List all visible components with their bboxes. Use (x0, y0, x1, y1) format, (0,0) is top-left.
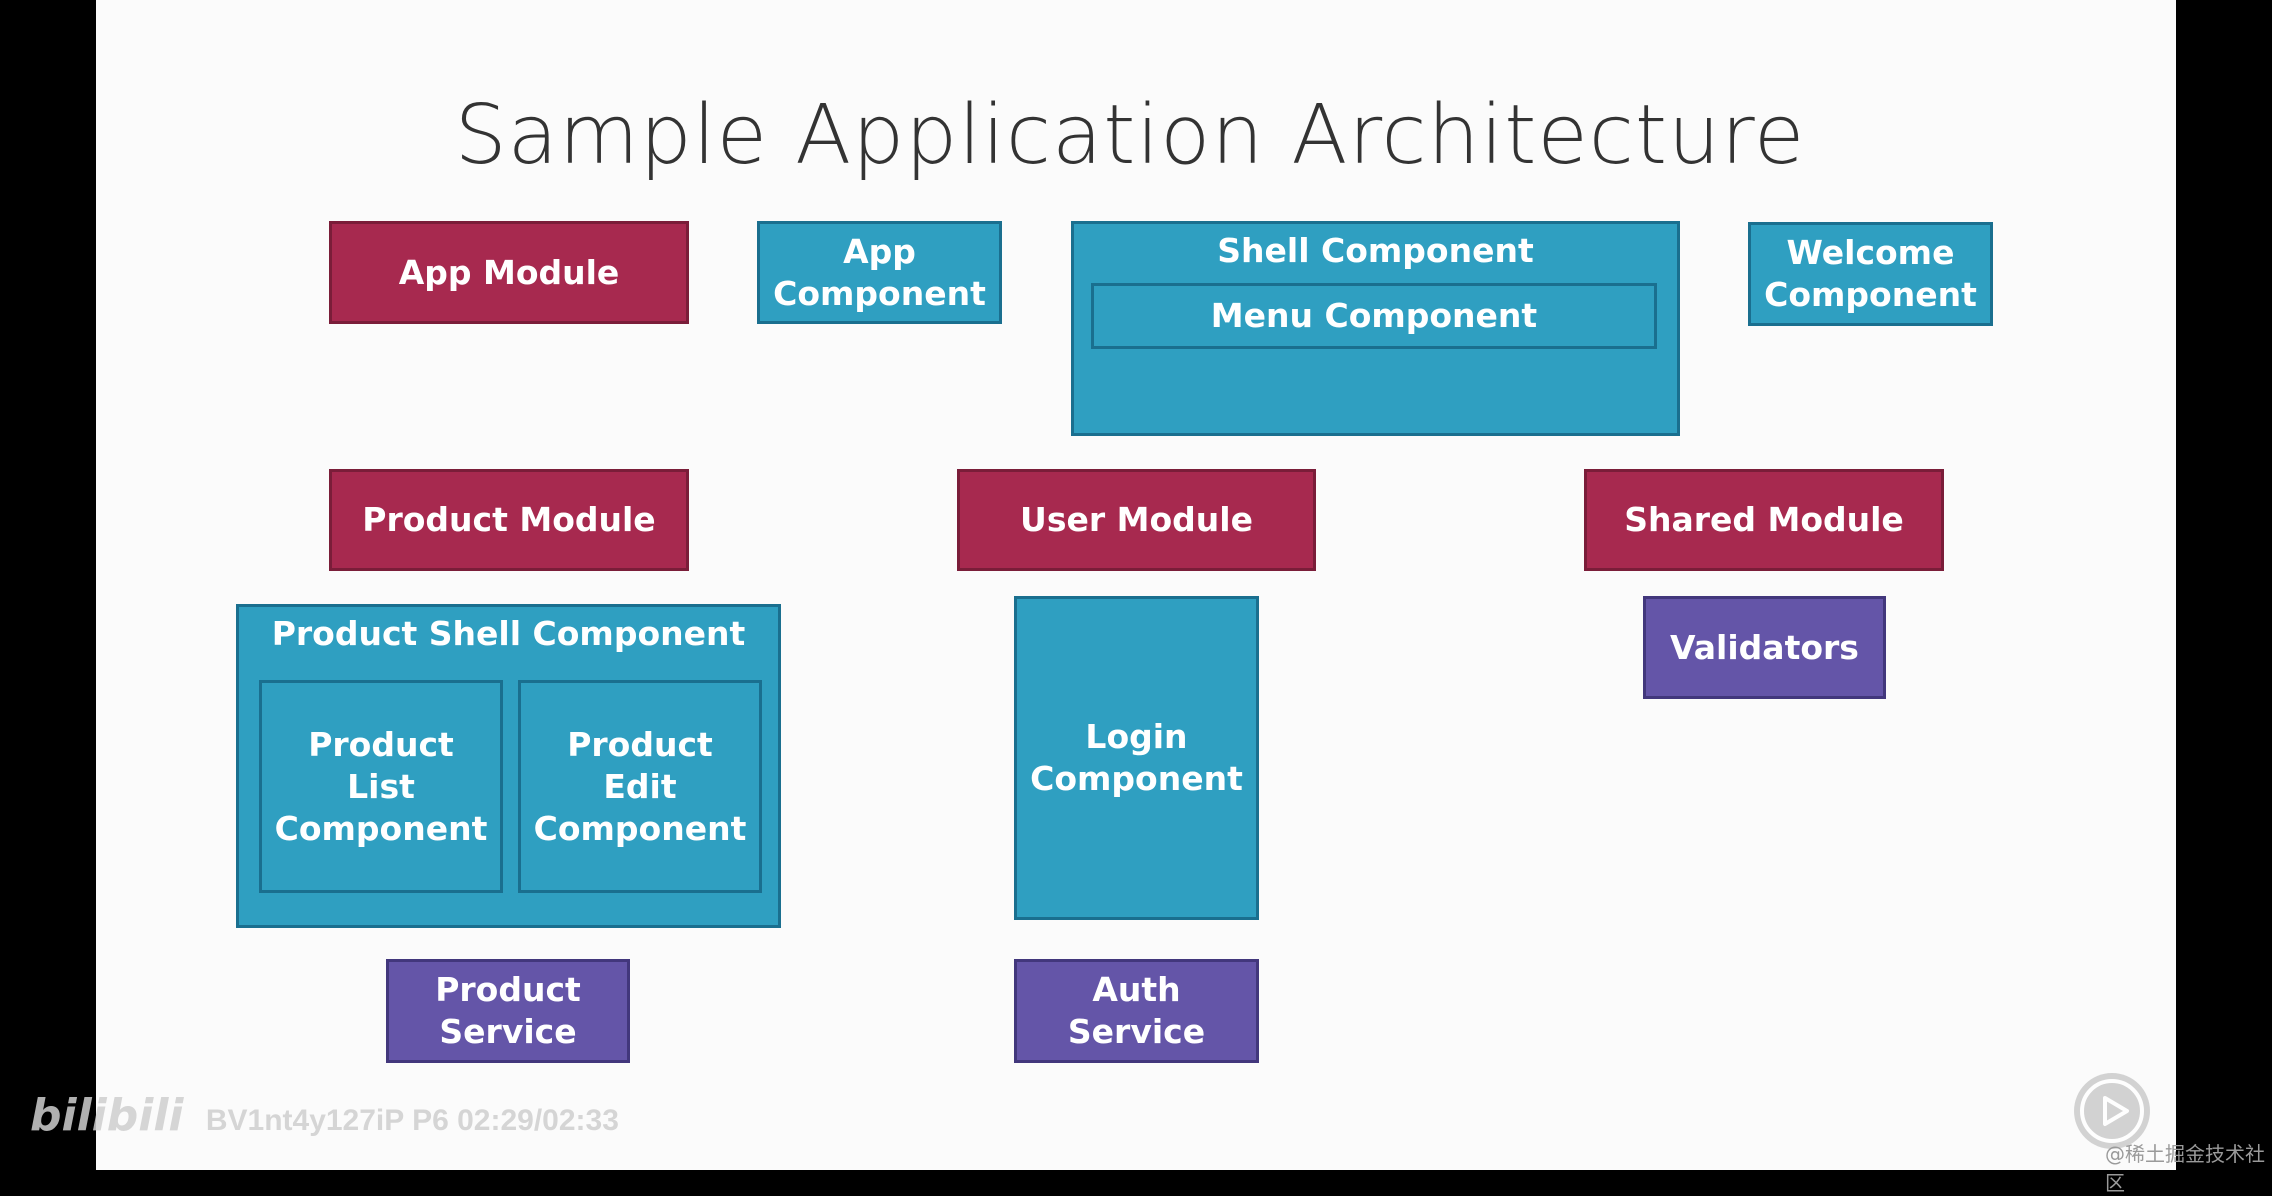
product-edit-component-box: Product Edit Component (518, 680, 762, 893)
login-component-box: Login Component (1014, 596, 1259, 920)
user-module-label: User Module (1020, 500, 1253, 539)
play-button[interactable] (2074, 1073, 2150, 1149)
shared-module-box: Shared Module (1584, 469, 1944, 571)
user-module-box: User Module (957, 469, 1316, 571)
menu-component-label: Menu Component (1210, 296, 1538, 335)
login-component-label: Login Component (1030, 717, 1243, 798)
shell-component-label: Shell Component (1217, 231, 1534, 270)
app-component-box: App Component (757, 221, 1002, 324)
product-service-box: Product Service (386, 959, 630, 1063)
auth-service-box: Auth Service (1014, 959, 1259, 1063)
product-service-label: Product Service (435, 970, 581, 1051)
app-module-label: App Module (398, 252, 620, 292)
menu-component-box: Menu Component (1091, 283, 1657, 349)
product-list-component-box: Product List Component (259, 680, 503, 893)
product-module-label: Product Module (362, 500, 656, 539)
auth-service-label: Auth Service (1067, 970, 1206, 1051)
video-watermark: bilibili BV1nt4y127iP P6 02:29/02:33 (30, 1090, 619, 1141)
product-edit-component-label: Product Edit Component (533, 724, 747, 848)
shared-module-label: Shared Module (1624, 500, 1904, 539)
video-timecode: BV1nt4y127iP P6 02:29/02:33 (205, 1104, 619, 1137)
validators-box: Validators (1643, 596, 1886, 699)
product-list-component-label: Product List Component (274, 724, 488, 848)
welcome-component-box: Welcome Component (1748, 222, 1993, 326)
diagram-title: Sample Application Architecture (454, 88, 1806, 183)
credit-text: @稀土掘金技术社区 (2105, 1142, 2265, 1195)
product-shell-component-label: Product Shell Component (271, 614, 746, 653)
bilibili-logo: bilibili (30, 1090, 184, 1141)
welcome-component-label: Welcome Component (1764, 233, 1977, 314)
play-icon (2080, 1079, 2144, 1143)
validators-label: Validators (1670, 627, 1859, 667)
app-component-label: App Component (773, 231, 986, 313)
app-module-box: App Module (329, 221, 689, 324)
product-module-box: Product Module (329, 469, 689, 571)
